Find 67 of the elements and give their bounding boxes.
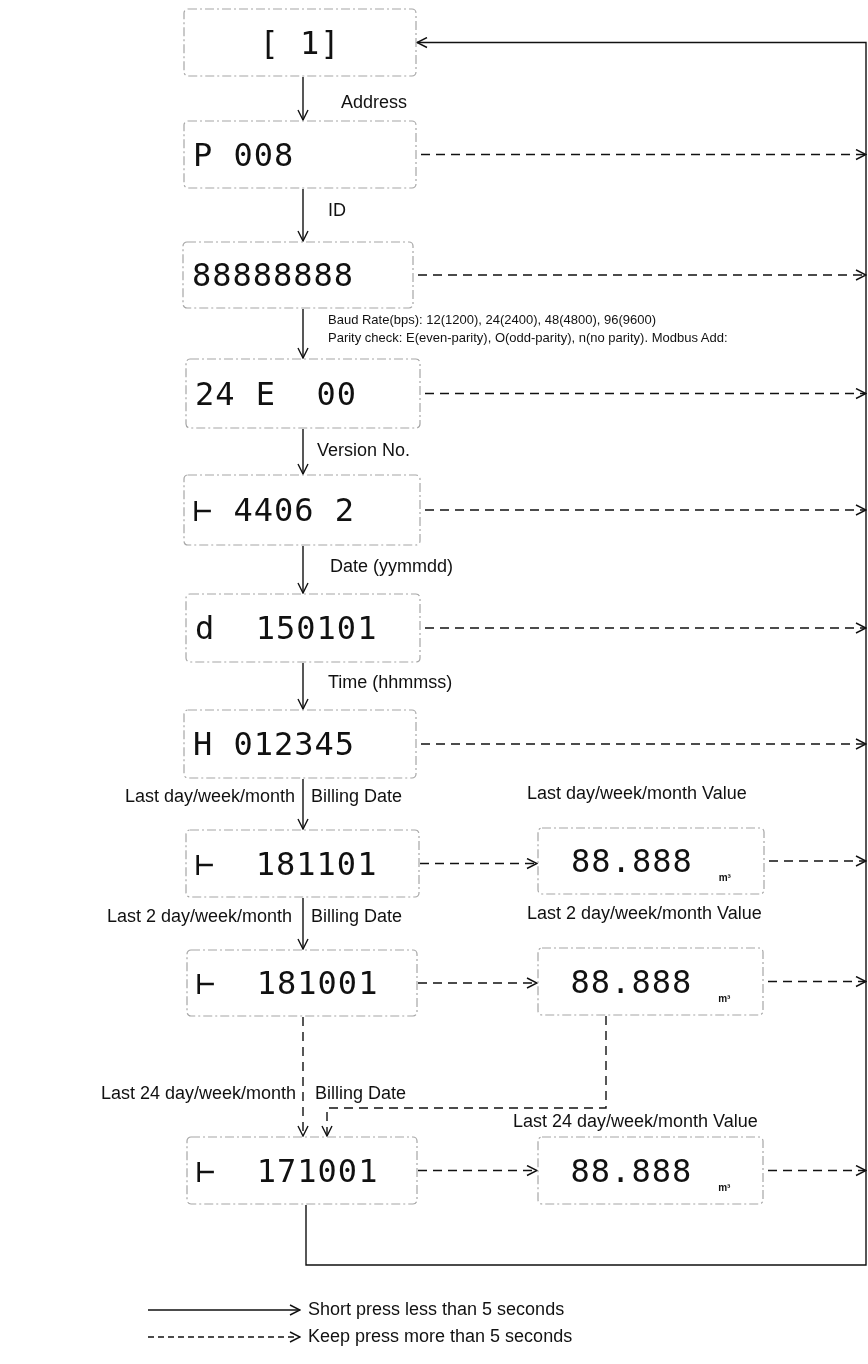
lcd-readout: ⊢ 181101 (195, 844, 378, 883)
lcd-display-box (186, 949, 418, 1017)
lcd-readout: d 150101 (195, 609, 378, 647)
arrow (297, 1016, 309, 1137)
arrow (297, 428, 309, 475)
lcd-readout: ⊢ 4406 2 (193, 491, 356, 529)
lcd-display-box (185, 829, 420, 898)
arrow (420, 738, 867, 750)
edge-label: Billing Date (311, 906, 403, 927)
unit-label: m³ (718, 993, 731, 1004)
arrow (297, 778, 309, 830)
lcd-readout: 88.888 (570, 962, 693, 1001)
arrow (424, 387, 867, 400)
lcd-readout: ⊢ 171001 (196, 1151, 379, 1190)
edge-label: Billing Date (315, 1083, 407, 1104)
arrow (297, 188, 309, 242)
lcd-display-box (186, 1136, 418, 1205)
arrow (417, 1164, 538, 1177)
unit-label: m³ (718, 872, 731, 883)
display-caption: Last 24 day/week/month Value (513, 1111, 758, 1132)
arrow (305, 36, 867, 1266)
arrow (419, 857, 538, 870)
arrow (297, 897, 309, 950)
arrow (420, 148, 867, 161)
lcd-display-box (183, 474, 421, 546)
edge-label: Billing Date (311, 786, 403, 807)
arrow (321, 1015, 607, 1137)
meter-value-display (537, 1136, 764, 1205)
lcd-readout: 24 E 00 (195, 374, 358, 413)
arrow (297, 662, 309, 710)
lcd-display-box (182, 241, 414, 309)
lcd-readout: P 008 (193, 135, 295, 174)
lcd-display-box (183, 120, 417, 189)
arrow (768, 855, 867, 867)
arrow (424, 622, 867, 634)
arrow (767, 1164, 867, 1177)
display-caption: Last day/week/month (124, 786, 295, 807)
meter-value-display (537, 947, 764, 1016)
edge-label: Date (yymmdd) (330, 556, 454, 577)
arrow (297, 308, 309, 359)
lcd-display-box (183, 8, 417, 77)
arrow (417, 269, 867, 281)
arrow (297, 545, 309, 594)
display-caption: Last day/week/month Value (527, 783, 747, 804)
arrow (297, 76, 309, 121)
arrow (417, 977, 538, 989)
lcd-display-box (183, 709, 417, 779)
lcd-readout: 88.888 (571, 842, 693, 880)
display-caption: Last 2 day/week/month (106, 906, 292, 927)
legend-text: Keep press more than 5 seconds (308, 1326, 573, 1347)
meter-value-display (537, 827, 765, 895)
edge-label: Time (hhmmss) (328, 672, 453, 693)
lcd-readout: ⊢ 181001 (196, 964, 379, 1002)
display-caption: Last 2 day/week/month Value (527, 903, 762, 924)
lcd-readout: 88888888 (192, 256, 355, 294)
lcd-display-box (185, 358, 421, 429)
unit-label: m³ (718, 1182, 731, 1193)
note-text: Parity check: E(even-parity), O(odd-parity), n(no parity). Modbus Add: (328, 331, 728, 346)
lcd-readout: [ 1] (259, 23, 341, 62)
lcd-readout: H 012345 (193, 725, 356, 763)
arrow (767, 975, 867, 988)
edge-label: Baud Rate(bps): 12(1200), 24(2400), 48(4800), 96(9600) (328, 313, 657, 328)
display-caption: Last 24 day/week/month (100, 1083, 296, 1104)
lcd-display-box (185, 593, 421, 663)
arrow (424, 504, 867, 516)
legend-text: Short press less than 5 seconds (308, 1299, 565, 1320)
lcd-readout: 88.888 (570, 1151, 693, 1190)
